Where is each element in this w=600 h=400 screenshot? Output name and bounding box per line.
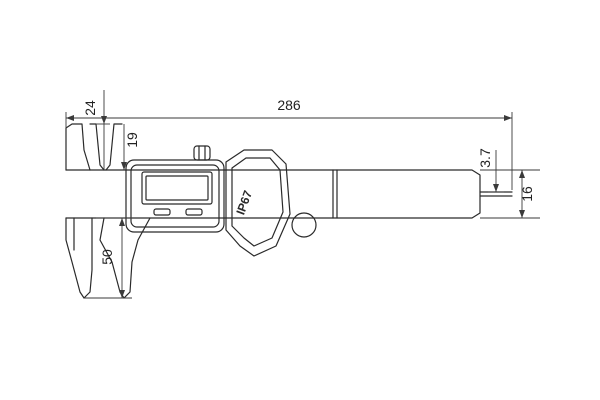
fixed-jaw xyxy=(65,123,93,299)
dim-overall-arrow-right xyxy=(504,115,512,121)
dim-50-arrow-bottom xyxy=(119,290,125,298)
ip67-label: IP67 xyxy=(233,188,255,216)
ip67-housing-inner xyxy=(231,157,284,247)
dim-19-arrow xyxy=(121,162,127,170)
dim-19-label: 19 xyxy=(124,132,140,148)
dim-3-7-label: 3.7 xyxy=(477,148,493,168)
inside-jaw-upper-left xyxy=(89,123,105,171)
dim-overall-label: 286 xyxy=(277,97,301,113)
dim-24-arrow xyxy=(101,116,107,124)
caliper-beam xyxy=(65,169,481,219)
dim-16-label: 16 xyxy=(519,186,535,202)
dim-16-arrow-top xyxy=(519,170,525,178)
ip67-housing xyxy=(225,149,291,257)
slider-body xyxy=(125,159,225,233)
dim-overall-arrow-left xyxy=(66,115,74,121)
button-left xyxy=(153,208,171,216)
dim-50-label: 50 xyxy=(99,249,115,265)
inside-jaw-upper-right xyxy=(105,123,123,171)
top-knob xyxy=(193,145,211,161)
lcd-display xyxy=(141,171,213,205)
thumb-wheel xyxy=(291,212,317,238)
button-right xyxy=(185,208,203,216)
lcd-display-inner xyxy=(145,175,209,201)
dim-16-arrow-bottom xyxy=(519,210,525,218)
dim-24-label: 24 xyxy=(82,100,98,116)
dim-3-7-arrow xyxy=(493,184,499,192)
slider-body-inner xyxy=(130,164,220,228)
dim-50-arrow-top xyxy=(119,218,125,226)
